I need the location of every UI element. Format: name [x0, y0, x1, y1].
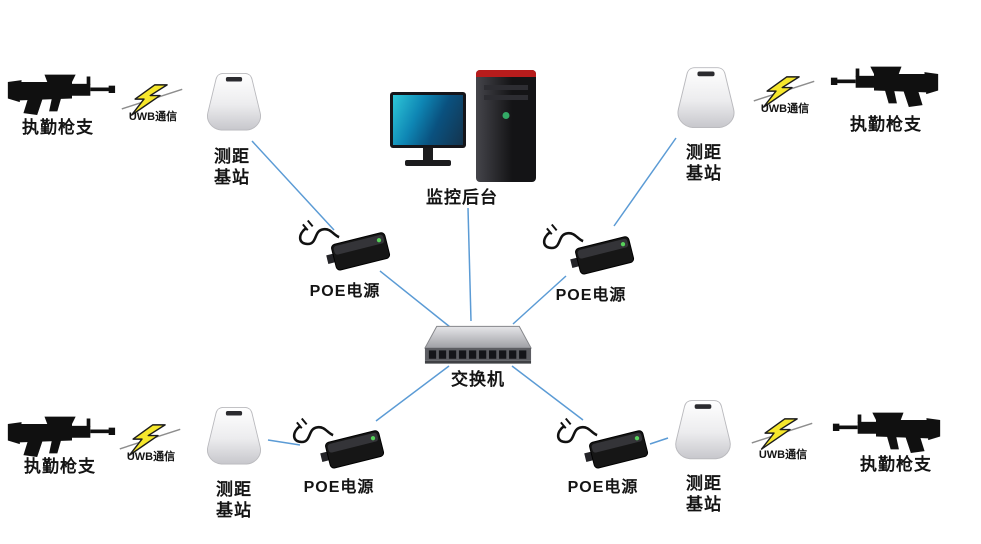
tower-drive-bay — [484, 85, 528, 90]
base-station-icon-bottom-left — [198, 402, 270, 474]
backend-label: 监控后台 — [426, 188, 498, 207]
station-label-line2: 基站 — [214, 168, 250, 187]
monitor-wallpaper — [393, 95, 463, 145]
station-label-line1: 测距 — [216, 480, 252, 499]
gun-icon-bottom-left — [6, 412, 116, 458]
poe-label-top-right: POE电源 — [555, 287, 627, 304]
poe-adapter-icon-top-left — [296, 210, 394, 278]
station-label-line2: 基站 — [686, 164, 722, 183]
uwb-label-bottom-left: UWB通信 — [126, 451, 176, 463]
base-station-icon-top-left — [198, 68, 270, 140]
gun-label-top-right: 执勤枪支 — [850, 115, 922, 134]
wire-poe-br-station-br — [649, 437, 669, 445]
poe-label-bottom-right: POE电源 — [567, 479, 639, 496]
poe-adapter-icon-bottom-left — [290, 408, 388, 476]
station-label-line2: 基站 — [216, 501, 252, 520]
gun-label-top-left: 执勤枪支 — [22, 118, 94, 137]
station-label-line1: 测距 — [686, 143, 722, 162]
gun-label-bottom-left: 执勤枪支 — [24, 457, 96, 476]
switch-label: 交换机 — [451, 370, 505, 389]
network-switch-icon — [422, 320, 534, 370]
wire-switch-poe-bl — [375, 365, 450, 422]
wire-switch-poe-br — [511, 365, 584, 421]
gun-label-bottom-right: 执勤枪支 — [860, 455, 932, 474]
monitor-stand — [423, 148, 433, 160]
lightning-icon-bottom-right — [748, 418, 816, 450]
poe-label-top-left: POE电源 — [309, 283, 381, 300]
gun-icon-bottom-right — [832, 408, 942, 454]
uwb-label-top-right: UWB通信 — [760, 103, 810, 115]
station-label-top-left: 测距 基站 — [188, 146, 276, 188]
station-label-bottom-right: 测距 基站 — [660, 473, 748, 515]
tower-red-accent — [476, 70, 536, 77]
tower-drive-bay2 — [484, 95, 528, 100]
poe-adapter-icon-top-right — [540, 214, 638, 282]
station-label-bottom-left: 测距 基站 — [190, 479, 278, 521]
station-label-line1: 测距 — [686, 474, 722, 493]
base-station-icon-bottom-right — [666, 396, 740, 468]
poe-adapter-icon-bottom-right — [554, 408, 652, 476]
computer-tower — [476, 70, 536, 182]
gun-icon-top-left — [6, 70, 116, 116]
wire-backend-switch — [467, 207, 472, 322]
station-label-top-right: 测距 基站 — [660, 142, 748, 184]
tower-power-button — [502, 112, 510, 119]
monitor-base — [405, 160, 451, 166]
wire-station-tr-poe-tr — [613, 137, 677, 227]
station-label-line2: 基站 — [686, 495, 722, 514]
uwb-label-bottom-right: UWB通信 — [758, 449, 808, 461]
monitor-screen — [390, 92, 466, 148]
wire-station-bl-poe-bl — [267, 439, 301, 446]
gun-icon-top-right — [830, 62, 940, 108]
base-station-icon-top-right — [668, 64, 744, 136]
poe-label-bottom-left: POE电源 — [303, 479, 375, 496]
uwb-label-top-left: UWB通信 — [128, 111, 178, 123]
station-label-line1: 测距 — [214, 147, 250, 166]
wire-station-tl-poe-tl — [251, 140, 335, 231]
wire-poe-tr-switch — [512, 275, 567, 325]
wire-poe-tl-switch — [379, 270, 451, 328]
monitor — [390, 92, 466, 176]
